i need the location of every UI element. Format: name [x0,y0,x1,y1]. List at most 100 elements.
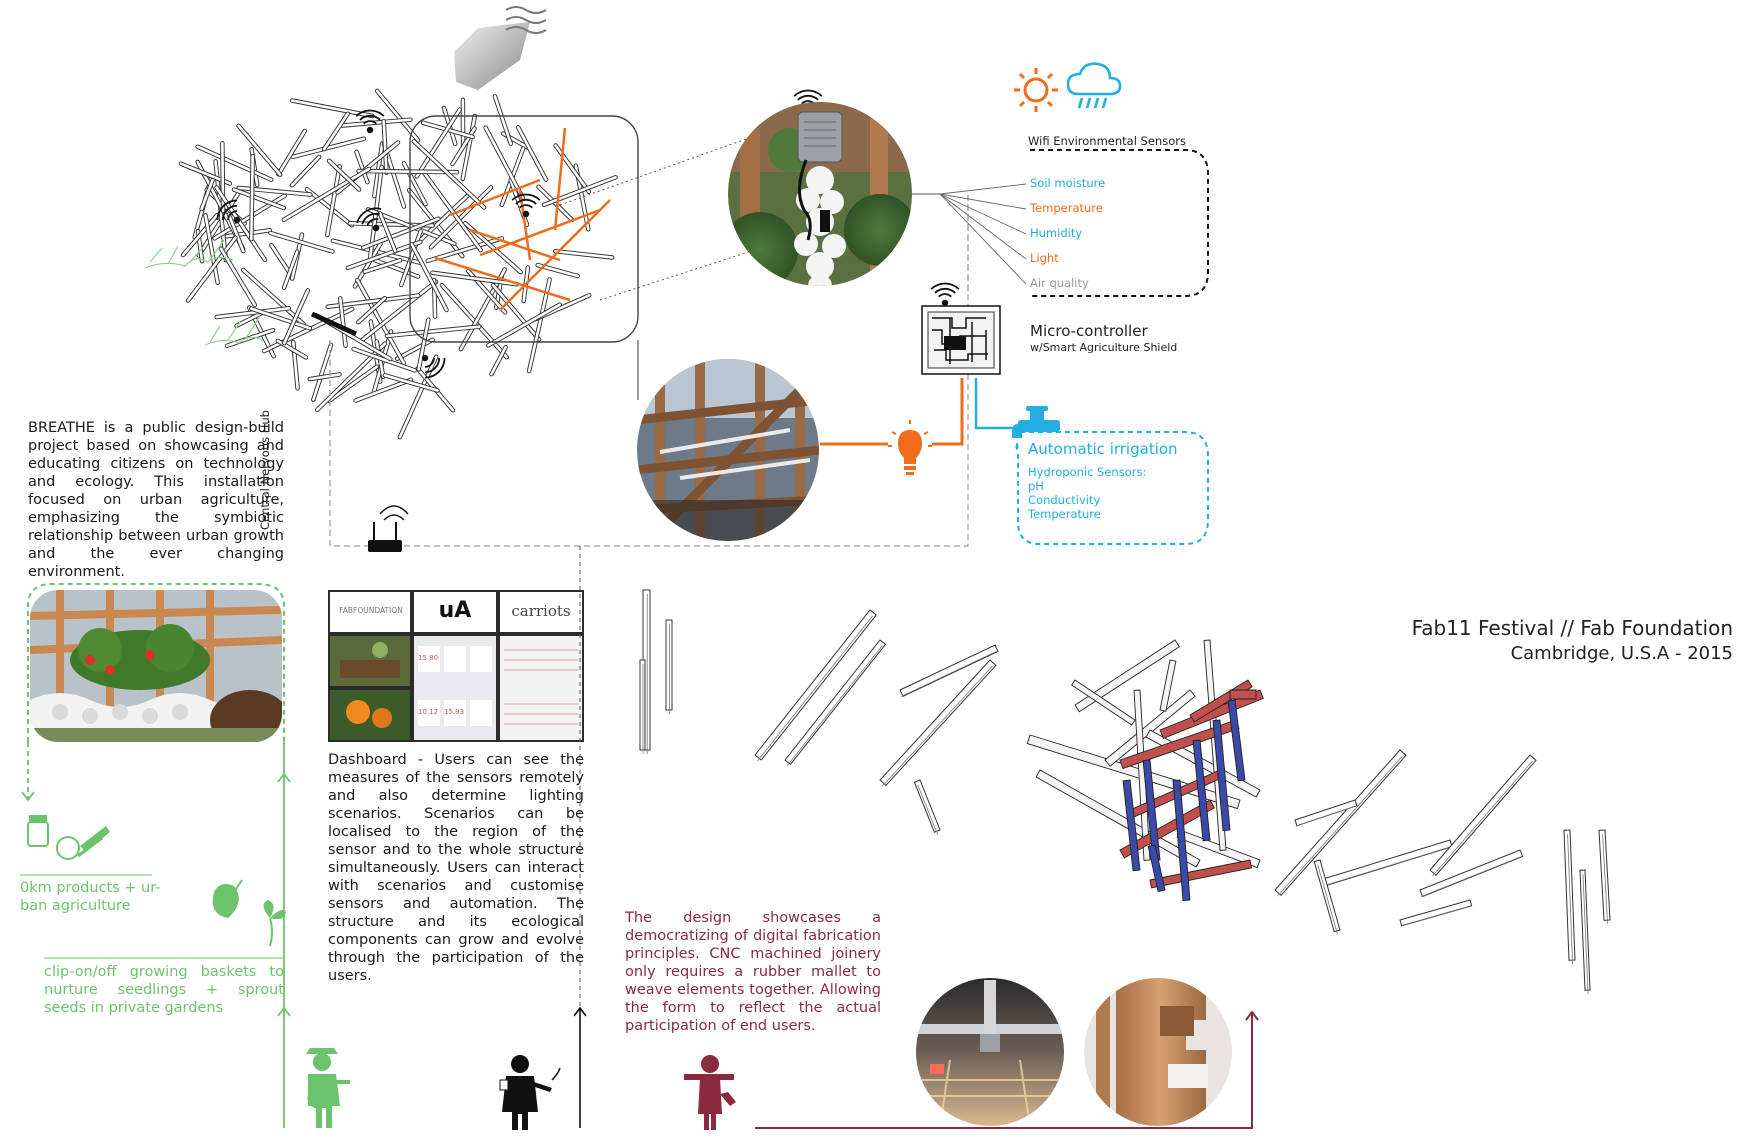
baskets-label: clip-on/off growing baskets to nurture s… [44,964,284,1016]
beam-component [1429,754,1537,876]
lattice-beam [214,185,268,263]
lattice-beam [354,149,370,185]
sensor-item-humidity: Humidity [1030,226,1083,240]
sensor-beam [434,256,571,302]
logo-ua: uA [438,598,472,623]
sensor-item-soil-moisture: Soil moisture [1030,176,1106,190]
farmer-icon [306,1048,350,1128]
lattice-beam [416,317,431,372]
beam-component [639,659,646,751]
connectors [329,193,969,547]
lattice-beam [411,139,487,210]
lattice-beam [240,267,307,327]
assembly-beam [1192,739,1211,842]
faucet-icon [1012,406,1060,450]
lattice-beam [399,229,423,288]
lattice-beam [485,302,562,348]
lattice-beam [359,279,439,343]
wifi-icon [216,199,241,224]
lattice-beam [307,372,342,382]
assembly-beam [1149,859,1253,889]
beam-component [1313,859,1341,933]
assembly-beam [1229,689,1257,700]
control-lines [820,378,1018,446]
grass-sketch [144,239,264,346]
sensor-item-temperature: Temperature [1030,201,1103,215]
lattice-beam [414,107,462,179]
beam-component [1294,799,1358,827]
lattice-beam [231,187,286,211]
lattice-beam [490,282,542,342]
assembly-beam [1074,639,1180,713]
lattice-beam [214,306,292,320]
lattice-beam [428,185,494,250]
logo-fabfoundation: FABFOUNDATION [339,606,403,615]
lattice-beam [541,175,618,208]
logo-carriots: carriots [511,602,571,620]
lattice-beam [326,158,362,192]
lattice-beam [196,189,242,258]
sensor-fan-lines [939,183,1027,285]
products-label: ban agriculture [20,897,131,914]
worker-mallet-icon [684,1055,736,1130]
beam-component [1563,829,1576,961]
light-bulb-icon [888,420,932,475]
joint-photo [1084,978,1232,1126]
lattice-beam [384,324,482,339]
lattice-beam [536,184,575,223]
assembly-beam [1212,719,1231,832]
lattice-beam [526,277,552,374]
assembly-beam [1227,699,1246,782]
assembly-beam [1147,844,1166,893]
fruit-icon [56,826,110,860]
page-title: Fab11 Festival // Fab Foundation [1411,616,1733,640]
sensor-beams [434,127,611,311]
lattice-beam [371,257,421,279]
beam-component [899,644,999,697]
garden-photo [30,590,282,742]
lattice-beam [355,295,388,325]
beam-component [1319,839,1453,888]
dashboard-reading: 15.93 [444,708,465,716]
microcontroller-title: Micro-controller [1030,322,1148,340]
irrigation-line: pH [1028,478,1044,493]
maroon-flow-line [755,1010,1259,1129]
assembly-drawing [1026,639,1264,902]
router-icon [368,505,409,552]
sensor-beam [479,208,601,257]
assembly-beam [1071,679,1136,726]
lattice-beam [421,170,483,253]
sensor-beam [469,228,561,262]
dashboard-reading: 10.12 [418,708,439,716]
lattice-beam [185,235,238,303]
lattice-beam [351,346,417,373]
sensor-beam [499,199,611,311]
wifi-icon [421,354,446,379]
lattice-beam [304,186,355,228]
lattice-beam [353,377,414,403]
beam-component [913,779,941,833]
lattice-beam [199,174,217,212]
sensor-beam [449,178,541,217]
lattice-beam [276,128,308,177]
lattice-beam [180,212,220,258]
lattice-beam [345,239,423,271]
products-label: 0km products + ur- [20,880,161,896]
hub-label: Central Nervous Hub [258,410,272,530]
sensor-beam [553,127,567,231]
lattice-beam [355,277,407,366]
lattice-beam [553,248,615,260]
lattice-beam [489,344,508,377]
lattice-beam [377,211,398,254]
intro-paragraph: BREATHE is a public design-build project… [28,420,284,580]
lattice-beam [338,296,348,348]
dashboard-reading: 15.80 [418,654,439,662]
irrigation-line: Temperature [1028,507,1101,522]
assembly-beam [1159,659,1177,712]
garden-frame [27,583,285,742]
beam-component [879,659,997,787]
page-subtitle: Cambridge, U.S.A - 2015 [1510,642,1733,664]
lattice-beam [381,118,389,175]
lattice-beam [326,364,380,404]
